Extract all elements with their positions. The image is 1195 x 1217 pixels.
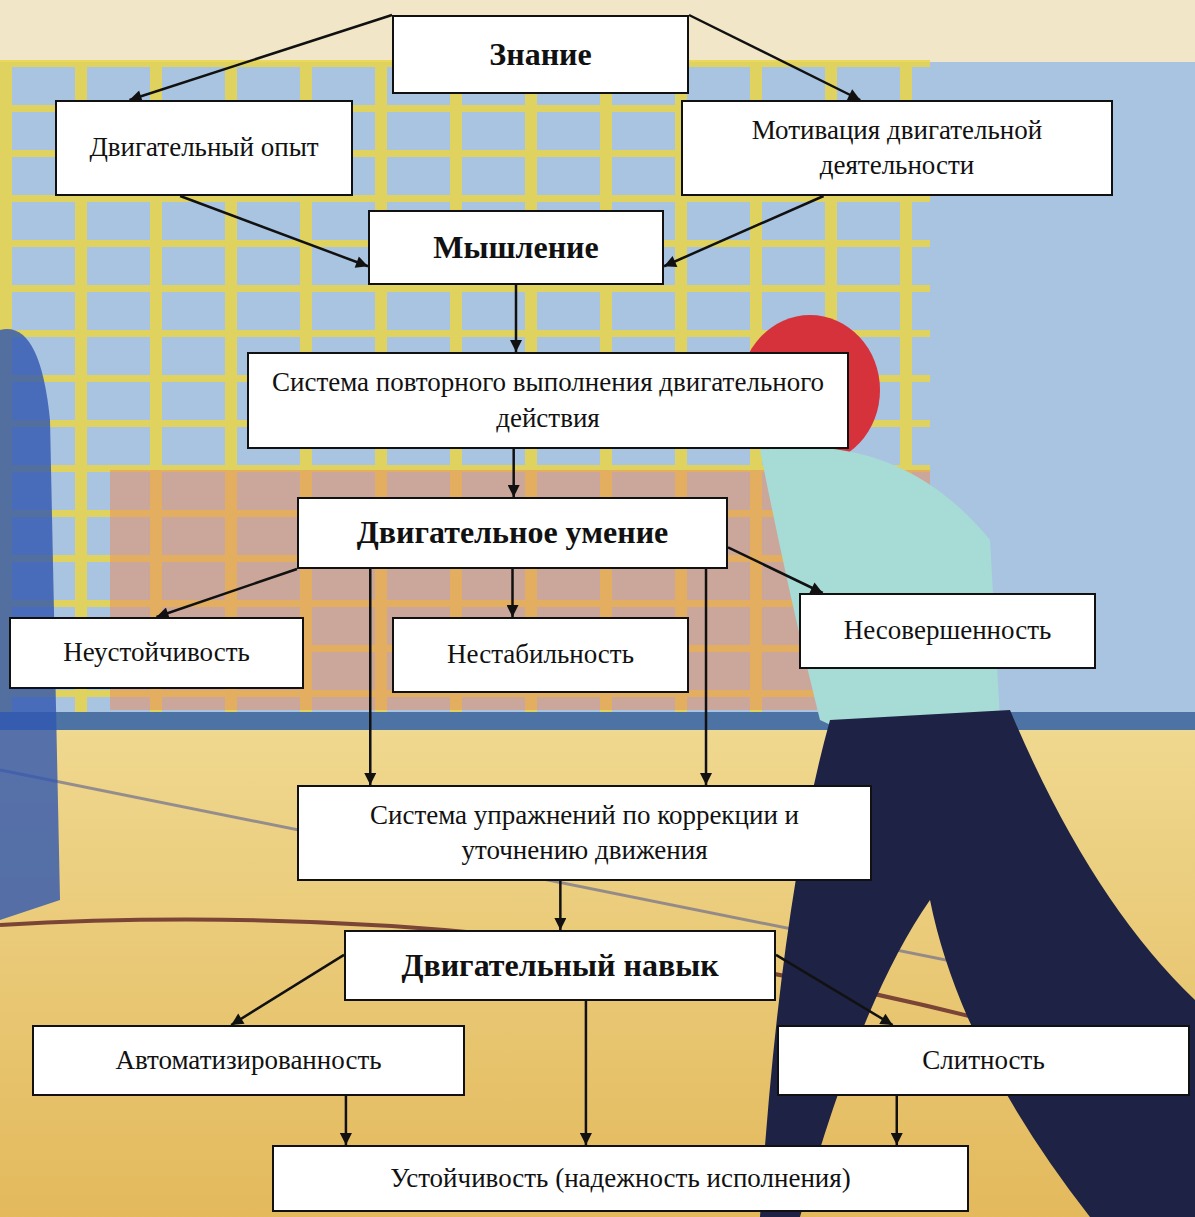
arrow-connector <box>896 1096 899 1145</box>
box-text: Мышление <box>433 227 598 269</box>
arrow-connector <box>369 569 372 785</box>
arrow-connector <box>511 569 514 617</box>
concept-box: Нестабильность <box>392 617 689 693</box>
box-text: Мотивация двигательной деятельности <box>695 113 1099 183</box>
arrow-connector <box>664 196 824 266</box>
wall <box>0 0 1195 730</box>
concept-box: Знание <box>392 15 689 94</box>
box-text: Устойчивость (надежность исполнения) <box>390 1161 850 1196</box>
arrow-connector <box>512 449 515 497</box>
arrow-connector <box>157 569 298 617</box>
concept-box: Несовершенность <box>799 593 1096 669</box>
concept-box: Автоматизированность <box>32 1025 465 1096</box>
arrow-connector <box>585 1001 588 1145</box>
box-text: Автоматизированность <box>115 1043 381 1078</box>
box-text: Знание <box>489 34 591 76</box>
concept-box: Система повторного выполнения двигательн… <box>247 352 849 449</box>
concept-box: Слитность <box>777 1025 1190 1096</box>
arrow-connector <box>559 881 562 930</box>
arrow-connector <box>345 1096 348 1145</box>
arrow-connector <box>130 15 393 100</box>
arrow-connector <box>515 285 518 352</box>
concept-box: Двигательный опыт <box>55 100 353 196</box>
box-text: Система повторного выполнения двигательн… <box>261 365 835 435</box>
box-text: Несовершенность <box>844 613 1052 648</box>
concept-box: Неустойчивость <box>9 617 304 689</box>
arrow-connector <box>776 955 893 1025</box>
concept-box: Мышление <box>368 210 664 285</box>
box-text: Двигательное умение <box>357 512 669 554</box>
arrow-connector <box>705 569 708 785</box>
concept-box: Двигательное умение <box>297 497 728 569</box>
arrow-connector <box>689 15 860 100</box>
box-text: Система упражнений по коррекции и уточне… <box>311 798 858 868</box>
box-text: Двигательный опыт <box>89 130 318 165</box>
arrow-connector <box>728 547 823 593</box>
concept-box: Устойчивость (надежность исполнения) <box>272 1145 969 1212</box>
concept-box: Мотивация двигательной деятельности <box>681 100 1113 196</box>
box-text: Нестабильность <box>447 637 634 672</box>
arrow-connector <box>231 955 344 1025</box>
concept-box: Система упражнений по коррекции и уточне… <box>297 785 872 881</box>
arrow-connector <box>180 196 368 266</box>
box-text: Неустойчивость <box>63 635 250 670</box>
box-text: Слитность <box>922 1043 1044 1078</box>
concept-box: Двигательный навык <box>344 930 776 1001</box>
box-text: Двигательный навык <box>401 945 718 987</box>
